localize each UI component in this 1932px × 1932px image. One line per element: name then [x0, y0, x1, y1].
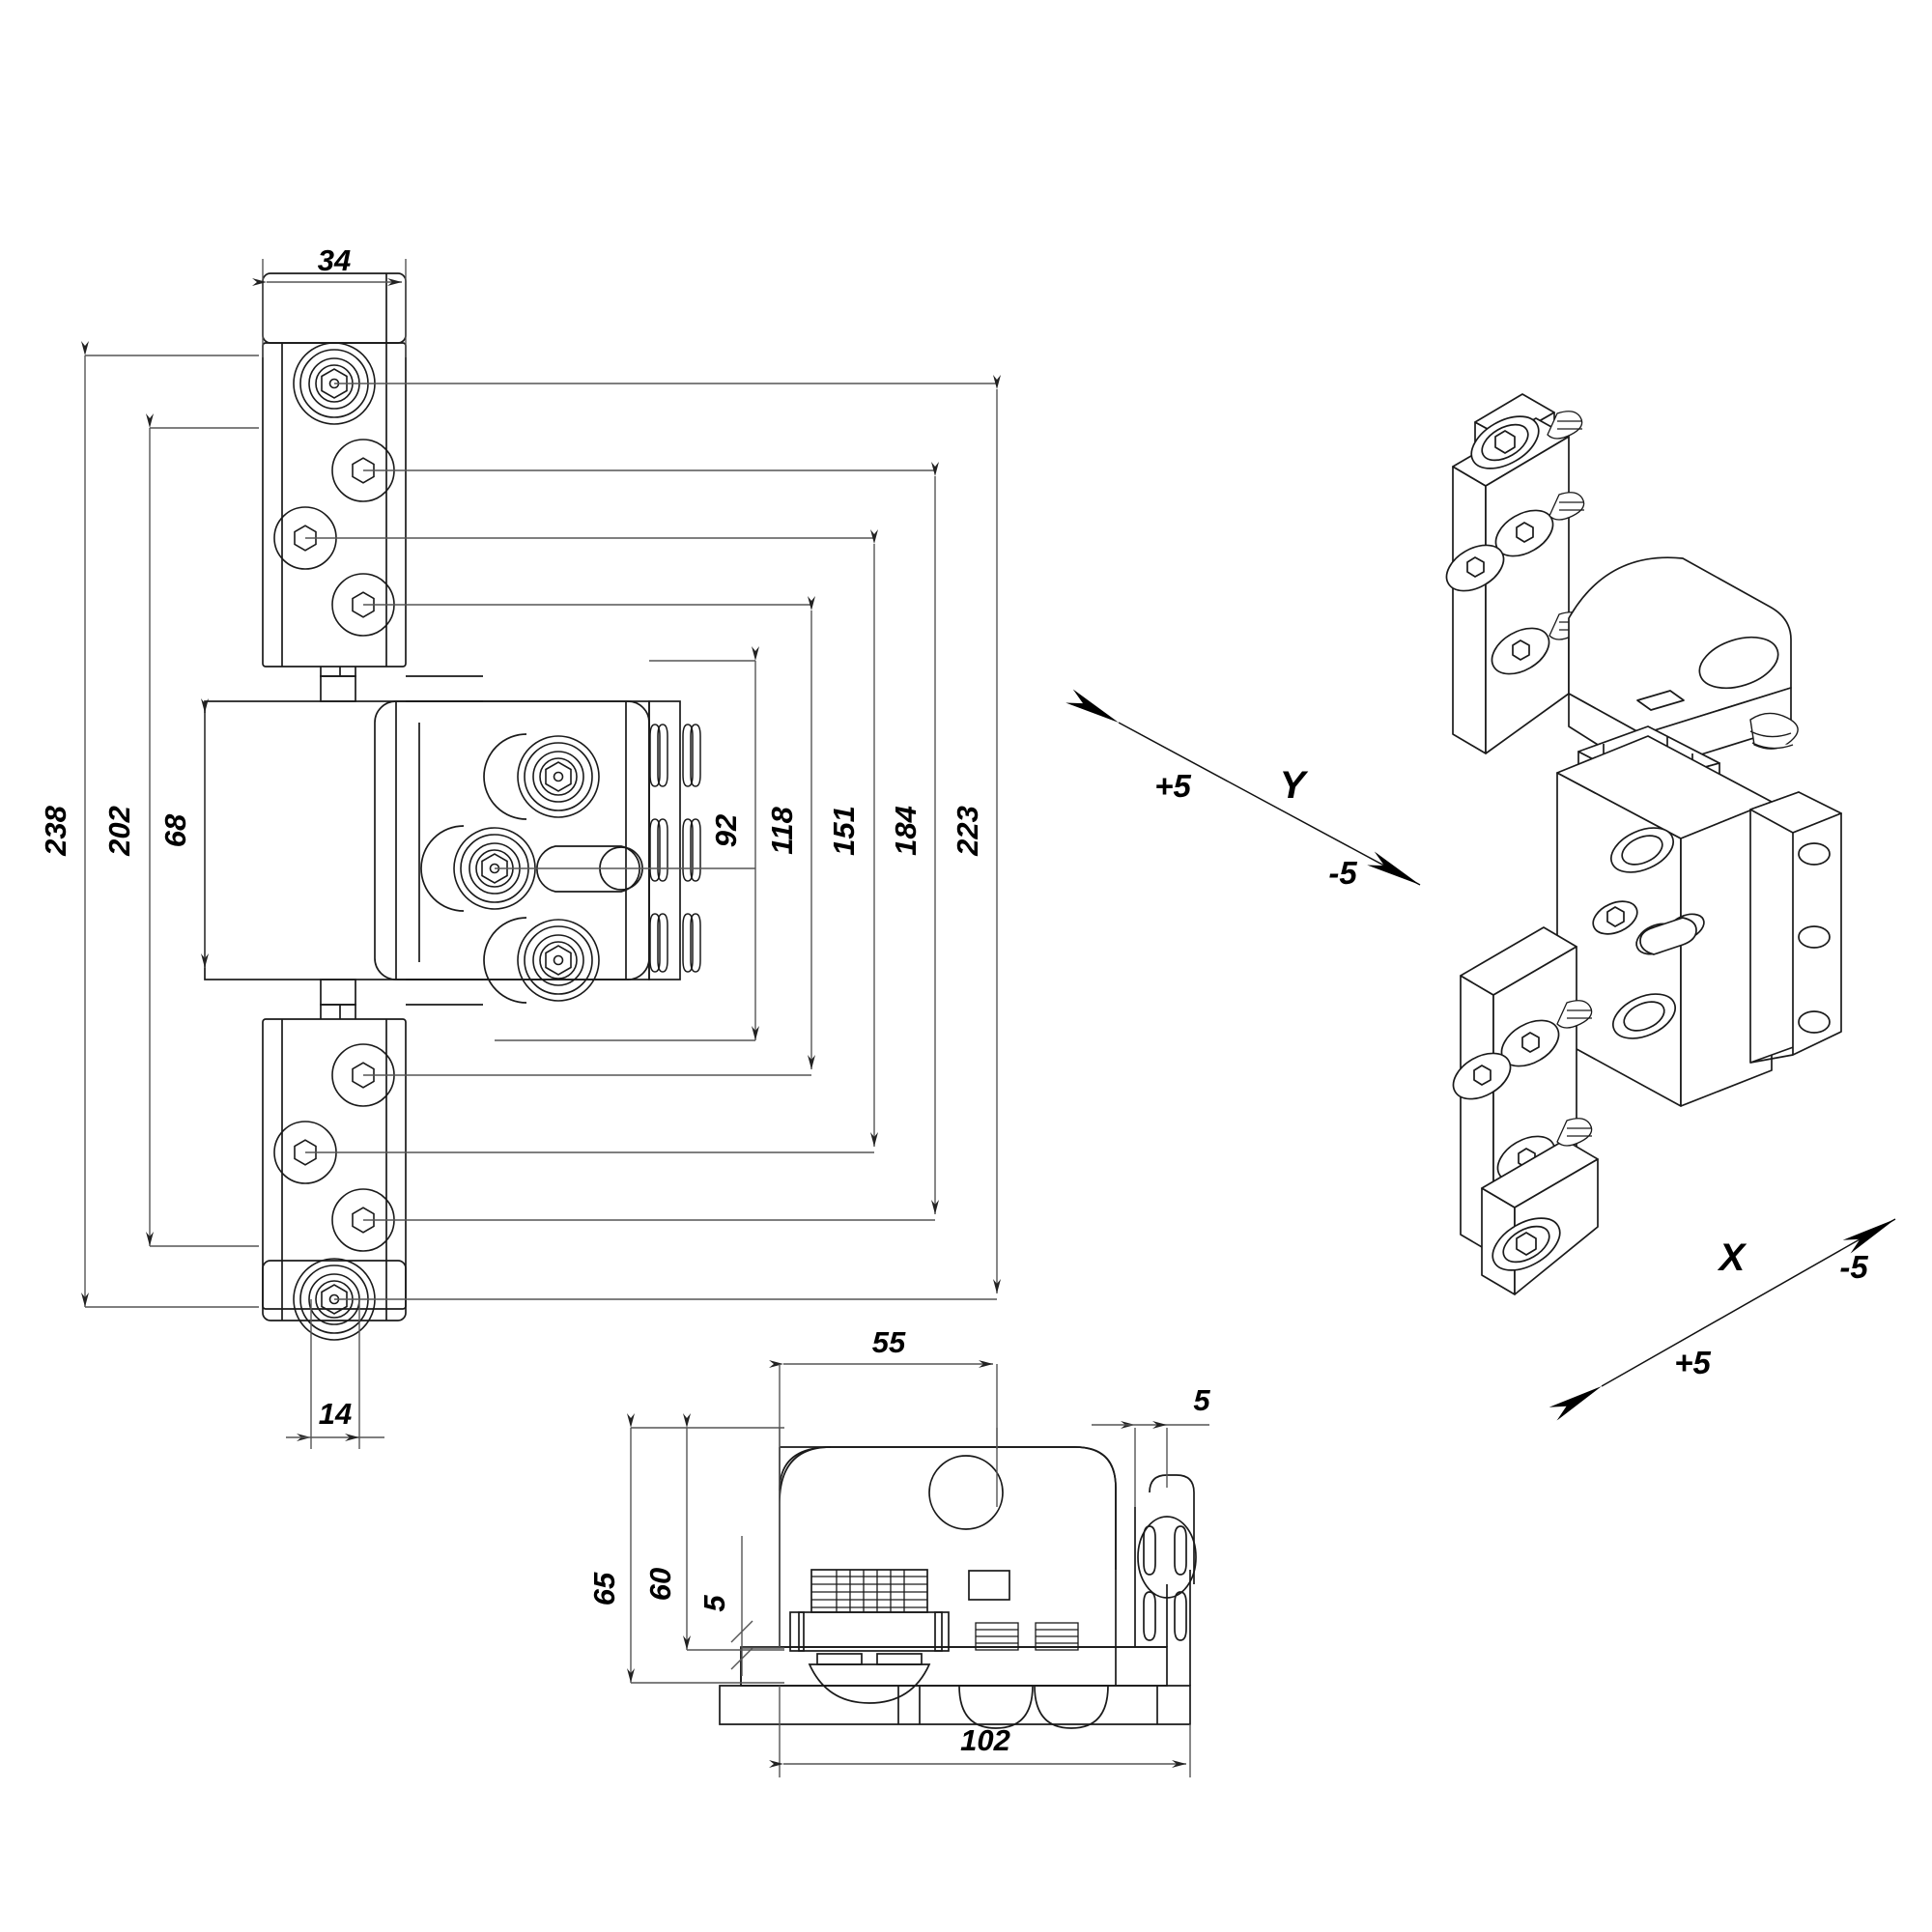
front-elevation-geometry: [204, 272, 701, 1321]
dimension-label-14: 14: [319, 1397, 352, 1431]
right-dimension-group: [305, 375, 1001, 1300]
section-dimension-65-60-5: [627, 1413, 784, 1684]
axis-x-annotation: [1548, 1218, 1896, 1421]
dimension-label-65: 65: [587, 1572, 621, 1605]
dimension-label-202: 202: [102, 806, 136, 857]
dimension-label-34: 34: [318, 243, 351, 277]
adjustment-screw-bottom: [483, 917, 600, 1004]
section-dimension-102: [769, 1686, 1191, 1777]
axis-y-negative: -5: [1328, 855, 1357, 891]
dimension-label-68: 68: [158, 813, 192, 847]
dimension-34: 34: [252, 243, 407, 357]
axis-x-positive: +5: [1674, 1345, 1711, 1380]
dimension-14: [286, 1299, 384, 1449]
left-dimension-group: [81, 341, 259, 1308]
axis-x-label: X: [1718, 1236, 1747, 1279]
section-dimension-55: [769, 1360, 998, 1647]
dimension-label-5-left: 5: [697, 1595, 731, 1612]
adjustment-screw-middle: [420, 825, 536, 912]
dimension-label-60: 60: [643, 1568, 677, 1601]
isometric-geometry: [1445, 393, 1842, 1295]
axis-y-label: Y: [1280, 764, 1309, 807]
dimension-label-5-right: 5: [1193, 1383, 1210, 1417]
axis-y-positive: +5: [1154, 768, 1191, 804]
dimension-label-238: 238: [39, 805, 72, 856]
section-dimension-5-right: [1092, 1421, 1209, 1507]
dimension-label-55: 55: [872, 1325, 906, 1359]
dimension-label-223: 223: [951, 806, 984, 857]
dimension-label-151: 151: [827, 806, 861, 856]
dimension-label-184: 184: [889, 806, 923, 856]
adjustment-screw-top: [483, 733, 600, 820]
dimension-label-92: 92: [709, 814, 743, 847]
dimension-label-118: 118: [765, 807, 799, 855]
axis-y-annotation: [1065, 689, 1421, 886]
dimension-label-102: 102: [960, 1723, 1010, 1757]
axis-x-negative: -5: [1839, 1249, 1868, 1285]
